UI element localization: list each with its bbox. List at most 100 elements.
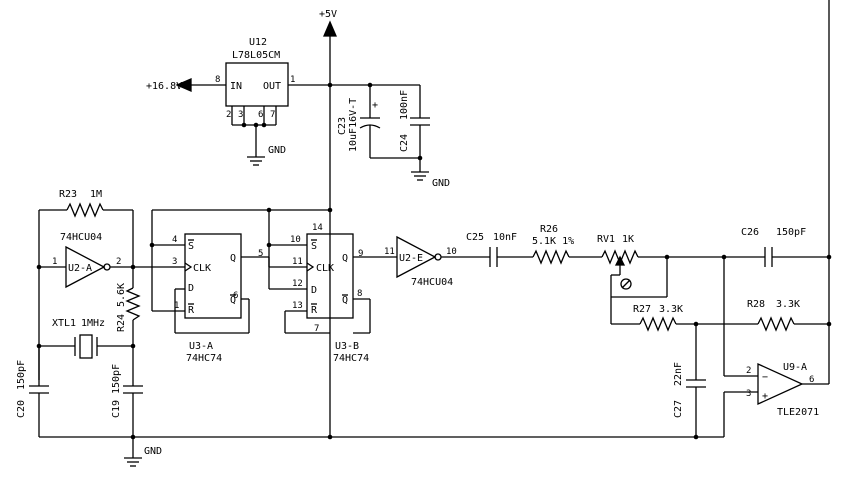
junction-dot (327, 434, 333, 440)
r24-value: 5.6K (116, 283, 127, 307)
u3b-clk-edge-icon (306, 262, 315, 272)
u3b-pin-d: 12 (292, 279, 303, 289)
u3b-part: 74HC74 (333, 353, 369, 364)
active-filter: R27 3.3K R28 3.3K C26 150pF C27 22nF 2 3… (611, 227, 832, 437)
rv1-ref: RV1 (597, 234, 615, 245)
regulator-u12: U12 L78L05CM IN OUT 8 +16.8V 1 2 3 6 7 G… (146, 37, 420, 166)
gnd-label-bottom: GND (144, 446, 162, 457)
c23-value: 10uF16V-T (348, 98, 359, 152)
u3a-pin-q: 5 (258, 249, 263, 259)
u3b-clk-label: CLK (316, 263, 334, 274)
junction-dot (826, 254, 832, 260)
regulator-part: L78L05CM (232, 50, 280, 61)
junction-dot (241, 122, 247, 128)
u3b-body (306, 233, 354, 319)
u3a-clk-edge-icon (184, 262, 193, 272)
flipflop-u3a: 4 3 1 5 6 S CLK D R Q Q U3-A 74HC74 (149, 207, 333, 364)
vin-arrow-icon (175, 78, 192, 92)
oscillator-section: R23 1M 74HCU04 U2-A 1 2 R24 5.6K XTL1 1M… (16, 189, 170, 437)
r28-value: 3.3K (776, 299, 800, 310)
r23-ref: R23 (59, 189, 77, 200)
xtal-value: 1MHz (81, 318, 105, 329)
u3a-pin-s: 4 (172, 235, 177, 245)
u3a-pin-clk: 3 (172, 257, 177, 267)
u2e-ref: U2-E (399, 253, 423, 264)
rv1-wiper-arrow-icon (614, 255, 626, 266)
ground-bus: GND (39, 434, 724, 467)
u9a-ref: U9-A (783, 362, 807, 373)
c24-ref: C24 (399, 134, 410, 152)
regulator-pin-g2: 3 (238, 110, 243, 120)
u3a-ref: U3-A (189, 341, 213, 352)
regulator-out-label: OUT (263, 81, 281, 92)
u3b-pin-s: 10 (290, 235, 301, 245)
u2e-part: 74HCU04 (411, 277, 453, 288)
u3a-clk-label: CLK (193, 263, 211, 274)
u3b-pin-qn: 8 (357, 289, 362, 299)
decoupling-caps: + C23 10uF16V-T C24 100nF GND (327, 82, 450, 189)
u3b-r-label: R (311, 305, 318, 316)
xtal-ref: XTL1 (52, 318, 76, 329)
vcc-arrow-icon (323, 20, 337, 37)
xtal-crystal-icon (79, 334, 93, 359)
gnd-label-mid: GND (432, 178, 450, 189)
u3b-s-label: S (311, 241, 317, 252)
r26-resistor-icon (532, 249, 570, 265)
u3b-q-label: Q (342, 253, 348, 264)
u2e-pin-out: 10 (446, 247, 457, 257)
u9a-minus: − (762, 372, 768, 383)
u3b-pin-r: 13 (292, 301, 303, 311)
r27-ref: R27 (633, 304, 651, 315)
c23-polarity: + (372, 100, 378, 111)
c27-ref: C27 (673, 400, 684, 418)
u9a-pin-noninv: 3 (746, 389, 751, 399)
junction-dot (327, 207, 333, 213)
junction-dot (327, 82, 333, 88)
u2e-inverter-icon (396, 235, 437, 279)
r24-resistor-icon (125, 287, 141, 321)
u9a-plus: + (762, 391, 768, 402)
u3a-pin-r: 1 (174, 301, 179, 311)
u2a-part-label: 74HCU04 (60, 232, 102, 243)
c20-ref: C20 (16, 400, 27, 418)
regulator-pin-g1: 2 (226, 110, 231, 120)
c20-value: 150pF (16, 360, 27, 390)
vin-label: +16.8V (146, 81, 182, 92)
c24-value: 100nF (399, 90, 410, 120)
u2a-pin-out: 2 (116, 257, 121, 267)
u2a-inverter-icon (65, 245, 106, 289)
rv1-value: 1K (622, 234, 634, 245)
r23-value: 1M (90, 189, 102, 200)
regulator-in-label: IN (230, 81, 242, 92)
c23-ref: C23 (337, 117, 348, 135)
ground-symbol-icon (247, 156, 265, 166)
u3b-pin-q: 9 (358, 249, 363, 259)
u3a-qn-label: Q (230, 295, 236, 306)
junction-dot (826, 321, 832, 327)
u3a-d-label: D (188, 283, 194, 294)
u3b-d-label: D (311, 285, 317, 296)
c19-ref: C19 (111, 400, 122, 418)
u3a-part: 74HC74 (186, 353, 222, 364)
u2e-pin-in: 11 (384, 247, 395, 257)
u3b-pin-vcc: 14 (312, 223, 323, 233)
c19-value: 150pF (111, 364, 122, 394)
regulator-pin-out: 1 (290, 75, 295, 85)
regulator-pin-g3: 6 (258, 110, 263, 120)
r24-ref: R24 (116, 314, 127, 332)
flipflop-u3b: 14 10 11 12 13 7 9 8 S CLK D R Q Q U3-B … (266, 210, 397, 364)
u3a-q-label: Q (230, 253, 236, 264)
vcc-label: +5V (319, 9, 337, 20)
junction-dot (261, 122, 267, 128)
vcc-supply: +5V (319, 9, 337, 437)
u3a-s-label: S (188, 241, 194, 252)
u3a-body (184, 233, 242, 319)
r26-ref: R26 (540, 224, 558, 235)
regulator-pin-g4: 7 (270, 110, 275, 120)
gnd-label-top: GND (268, 145, 286, 156)
c26-value: 150pF (776, 227, 806, 238)
ground-symbol-icon (411, 171, 429, 181)
u9a-pin-out: 6 (809, 375, 814, 385)
u3b-qn-label: Q (342, 295, 348, 306)
